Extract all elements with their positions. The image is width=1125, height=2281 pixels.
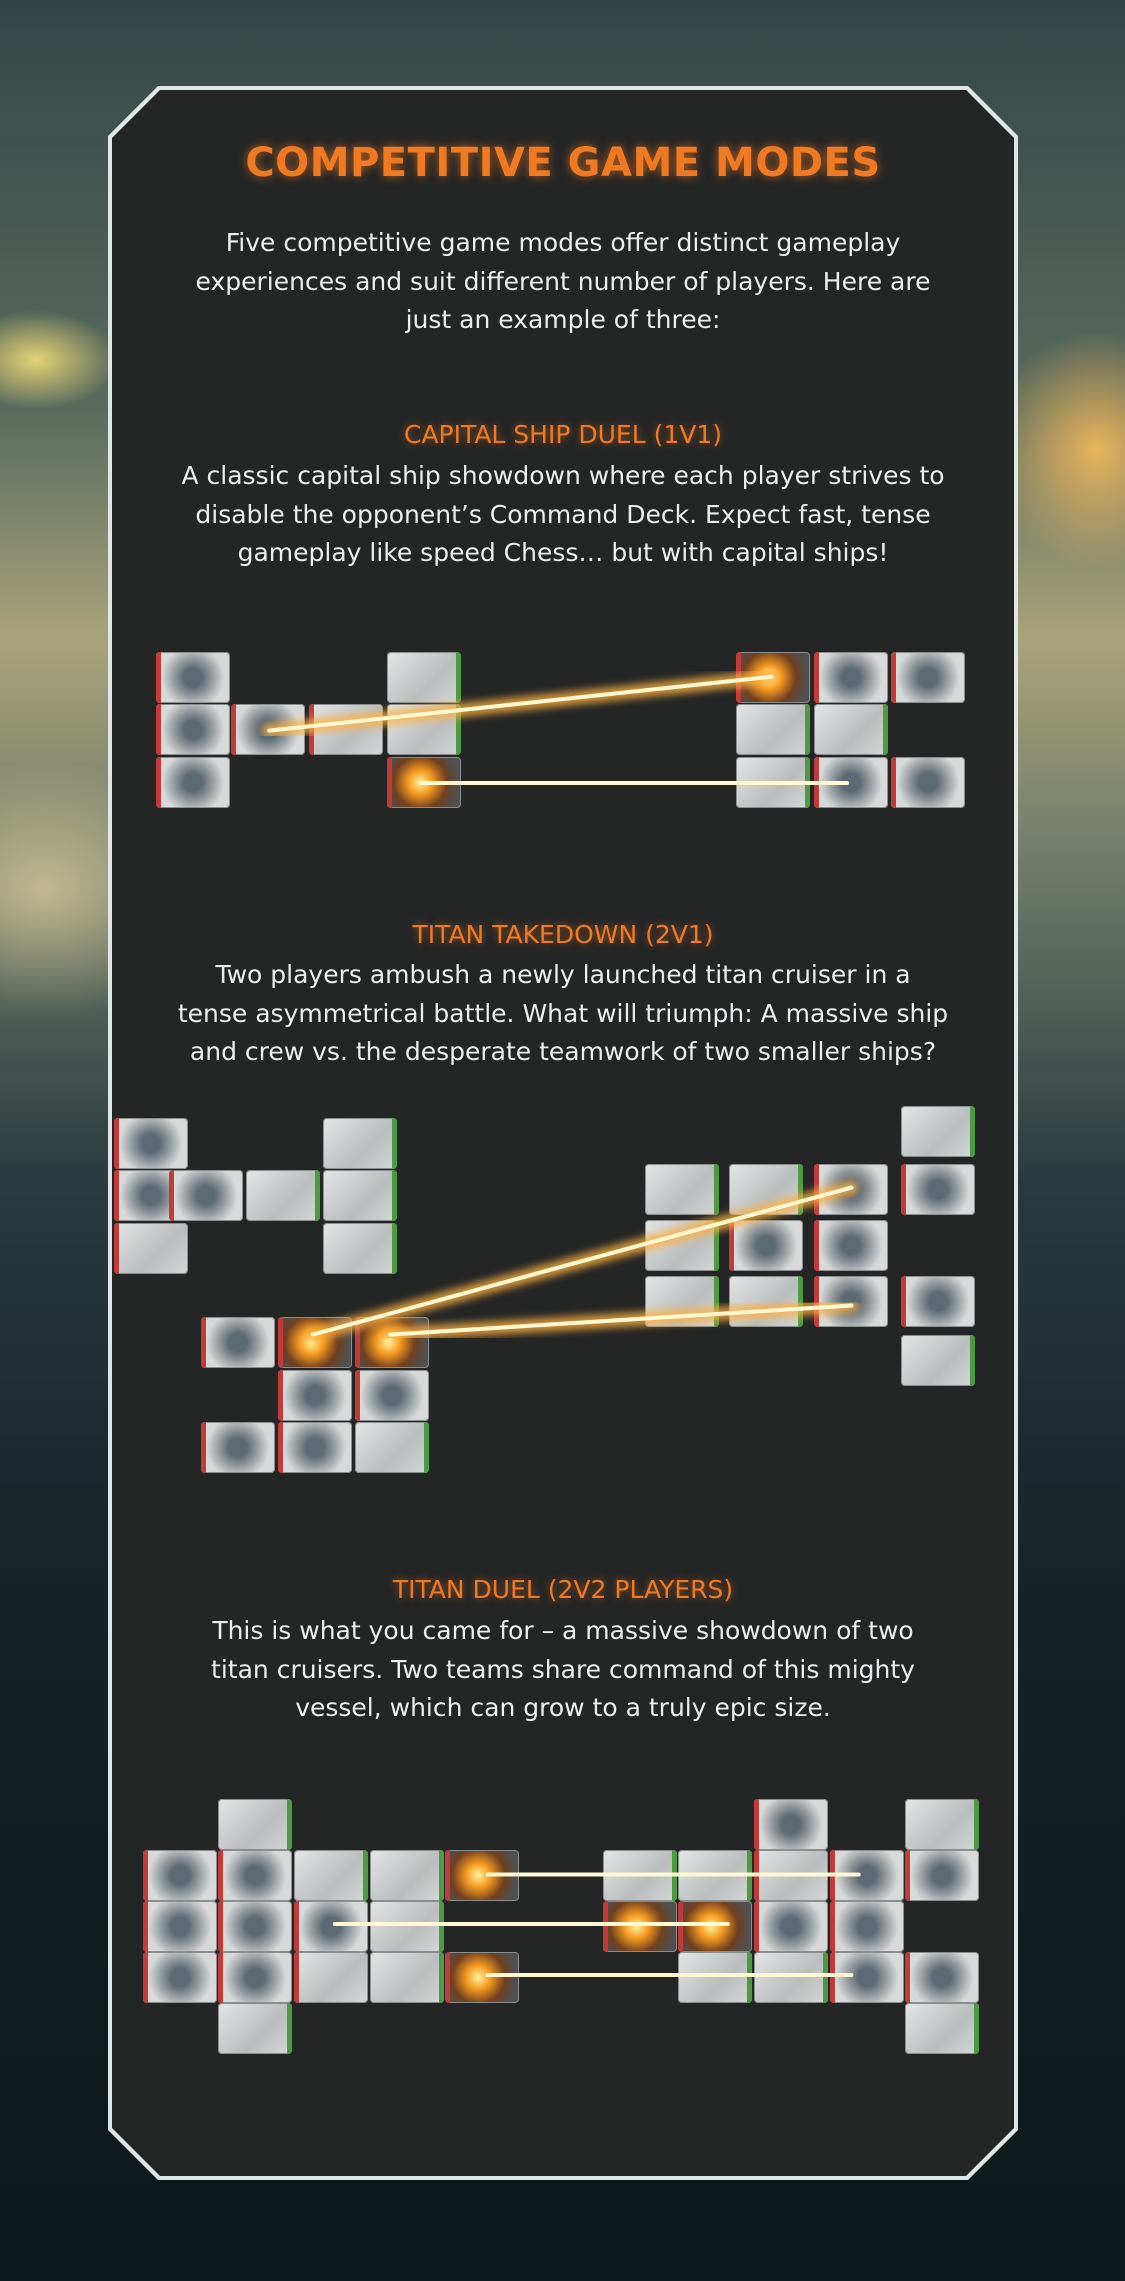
ship-tile [905, 2002, 980, 2054]
ship-tile [218, 2002, 293, 2054]
ship-tile [142, 1951, 217, 2003]
intro-line: Five competitive game modes offer distin… [225, 228, 901, 257]
ship-tile [829, 1951, 904, 2003]
ship-tile [142, 1900, 217, 1952]
intro-text: Five competitive game modes offer distin… [112, 224, 1014, 340]
ship-tile [813, 756, 888, 808]
ship-tile [218, 1849, 293, 1901]
ship-tile [602, 1849, 677, 1901]
ship-tile [218, 1798, 293, 1850]
ship-tile [829, 1900, 904, 1952]
ship-tile [678, 1849, 753, 1901]
ship-tile [729, 1276, 804, 1328]
ship-tile [729, 1219, 804, 1271]
ship-tile [890, 652, 965, 704]
ship-tile [753, 1798, 828, 1850]
ship-tile-damaged [355, 1317, 430, 1369]
ship-tile [905, 1849, 980, 1901]
ship-tile [387, 652, 462, 704]
ship-tile [293, 1951, 368, 2003]
ship-tile [113, 1117, 188, 1169]
ship-tile [813, 1276, 888, 1328]
ship-tile [753, 1849, 828, 1901]
mode-heading-capital-ship-duel: CAPITAL SHIP DUEL (1V1) [403, 420, 723, 449]
description-line: titan cruisers. Two teams share command … [211, 1654, 915, 1684]
ship-tile [813, 704, 888, 756]
description-line: disable the opponent’s Command Deck. Exp… [195, 499, 931, 529]
ship-tile [753, 1951, 828, 2003]
ship-tile-damaged [602, 1900, 677, 1952]
ship-tile [736, 704, 811, 756]
description-line: vessel, which can grow to a truly epic s… [295, 1693, 831, 1722]
ship-tile [644, 1276, 719, 1328]
description-line: tense asymmetrical battle. What will tri… [177, 998, 949, 1028]
ship-tile [900, 1164, 975, 1216]
mode-description: This is what you came for – a massive sh… [112, 1612, 1014, 1728]
ship-tile [155, 652, 230, 704]
ship-tile [155, 756, 230, 808]
ship-tile [644, 1219, 719, 1271]
ship-tile [231, 704, 306, 756]
ship-tile [369, 1951, 444, 2003]
ship-tile [890, 756, 965, 808]
mode-description: A classic capital ship showdown where ea… [112, 457, 1014, 573]
ship-tile [369, 1849, 444, 1901]
ship-tile [323, 1222, 398, 1274]
ship-tile [113, 1222, 188, 1274]
ship-tile [355, 1369, 430, 1421]
ship-tile [829, 1849, 904, 1901]
description-line: Two players ambush a newly launched tita… [215, 960, 911, 989]
ship-tile [813, 1164, 888, 1216]
description-line: and crew vs. the desperate teamwork of t… [189, 1037, 937, 1066]
ship-tile [142, 1849, 217, 1901]
ship-tile [355, 1421, 430, 1473]
ship-tile [218, 1900, 293, 1952]
ship-tile [900, 1334, 975, 1386]
ship-tile [308, 704, 383, 756]
page-title: COMPETITIVE GAME MODES [245, 140, 881, 186]
ship-tile [277, 1421, 352, 1473]
ship-tile [905, 1951, 980, 2003]
ship-tile [200, 1317, 275, 1369]
ship-tile [678, 1951, 753, 2003]
ship-tile-damaged [445, 1951, 520, 2003]
description-line: A classic capital ship showdown where ea… [181, 461, 945, 490]
ship-tile [813, 1219, 888, 1271]
ship-tile [900, 1106, 975, 1158]
mode-heading-titan-duel: TITAN DUEL (2V2 PLAYERS) [392, 1575, 734, 1604]
ship-tile [323, 1117, 398, 1169]
intro-line: experiences and suit different number of… [195, 266, 931, 296]
ship-tile [736, 756, 811, 808]
ship-tile [900, 1276, 975, 1328]
ship-tile [168, 1170, 243, 1222]
ship-tile [218, 1951, 293, 2003]
ship-tile [753, 1900, 828, 1952]
ship-tile-damaged [678, 1900, 753, 1952]
ship-tile-damaged [445, 1849, 520, 1901]
ship-tile [155, 704, 230, 756]
ship-tile [644, 1164, 719, 1216]
ship-tile-damaged [736, 652, 811, 704]
description-line: This is what you came for – a massive sh… [212, 1616, 914, 1645]
ship-tile [729, 1164, 804, 1216]
ship-tile [813, 652, 888, 704]
ship-tile [245, 1170, 320, 1222]
description-line: gameplay like speed Chess… but with capi… [237, 538, 889, 567]
ship-tile [293, 1900, 368, 1952]
ship-tile [200, 1421, 275, 1473]
ship-tile [369, 1900, 444, 1952]
ship-tile [387, 704, 462, 756]
ship-tile [323, 1170, 398, 1222]
intro-line: just an example of three: [405, 305, 721, 334]
ship-tile [277, 1369, 352, 1421]
mode-heading-titan-takedown: TITAN TAKEDOWN (2V1) [412, 920, 714, 949]
ship-tile-damaged [387, 756, 462, 808]
mode-description: Two players ambush a newly launched tita… [112, 956, 1014, 1072]
comet-glow-left [0, 310, 120, 410]
ship-tile [905, 1798, 980, 1850]
ship-tile [293, 1849, 368, 1901]
ship-tile-damaged [277, 1317, 352, 1369]
